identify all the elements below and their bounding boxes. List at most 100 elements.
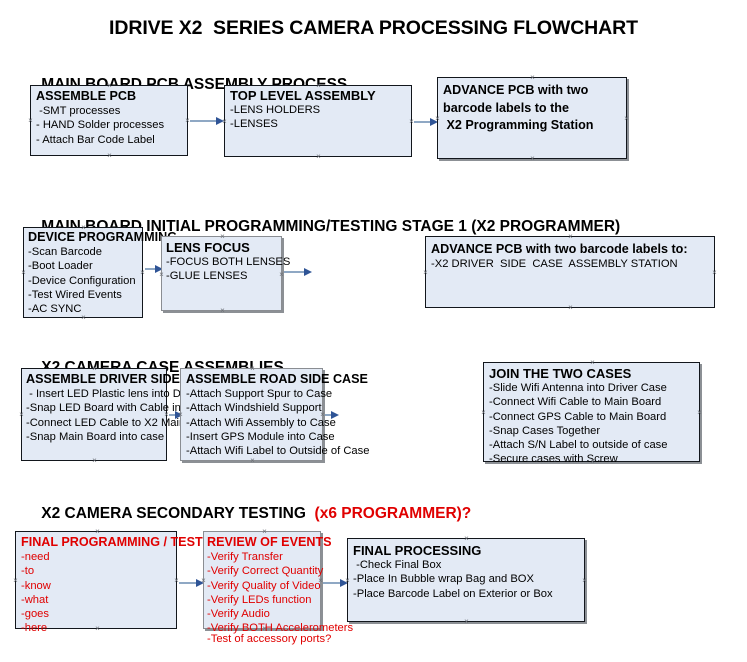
connection-handle-top[interactable]	[106, 82, 113, 89]
arrow-head-icon	[155, 264, 163, 273]
box-line: -Attach Support Spur to Case	[186, 388, 333, 400]
box-line: -Place In Bubble wrap Bag and BOX	[353, 573, 534, 586]
box-title: DEVICE PROGRAMMING	[28, 230, 178, 244]
process-box-device-programming[interactable]: DEVICE PROGRAMMING -Scan Barcode -Boot L…	[20, 224, 178, 321]
process-box-assemble-driver-side-case[interactable]: ASSEMBLE DRIVER SIDE CASE - Insert LED P…	[18, 365, 232, 464]
process-box-join-the-two-cases[interactable]: JOIN THE TWO CASES -Slide Wifi Antenna i…	[480, 359, 703, 465]
connection-handle-left[interactable]	[177, 411, 184, 418]
process-box-assemble-road-side-case[interactable]: ASSEMBLE ROAD SIDE CASE -Attach Support …	[177, 365, 369, 464]
section-heading-4: X2 CAMERA SECONDARY TESTING (x6 PROGRAMM…	[24, 487, 471, 541]
connection-handle-bottom[interactable]	[529, 155, 536, 162]
box-line: -Verify Correct Quantity	[207, 565, 324, 578]
box-line: -Test Wired Events	[28, 288, 122, 301]
connection-handle-bottom[interactable]	[94, 625, 101, 632]
connection-handle-left[interactable]	[344, 577, 351, 584]
connection-handle-top[interactable]	[80, 224, 87, 231]
connection-handle-top[interactable]	[94, 528, 101, 535]
arrow-shaft	[169, 414, 175, 416]
connection-handle-top[interactable]	[249, 365, 256, 372]
connection-handle-bottom[interactable]	[463, 618, 470, 625]
arrow-shaft	[325, 414, 331, 416]
box-line: -Verify LEDs function	[207, 593, 312, 606]
process-box-assemble-pcb[interactable]: ASSEMBLE PCB -SMT processes - HAND Solde…	[30, 85, 188, 156]
process-box-advance-pcb-programming-station[interactable]: ADVANCE PCB with two barcode labels to t…	[437, 77, 627, 159]
box-line: -Device Configuration	[28, 274, 136, 287]
arrow-connector	[190, 116, 224, 125]
connection-handle-top[interactable]	[219, 233, 226, 240]
connection-handle-right[interactable]	[711, 269, 718, 276]
box-line: -Connect GPS Cable to Main Board	[489, 410, 667, 423]
connection-handle-left[interactable]	[12, 577, 19, 584]
box-title: TOP LEVEL ASSEMBLY	[230, 88, 376, 103]
box-line: -Snap Main Board into case	[26, 430, 165, 443]
box-line: barcode labels to the	[443, 100, 569, 115]
connection-handle-left[interactable]	[434, 115, 441, 122]
box-title: REVIEW OF EVENTS	[207, 535, 332, 549]
arrow-head-icon	[216, 116, 224, 125]
connection-handle-bottom[interactable]	[589, 458, 596, 465]
box-line: -LENSES	[230, 118, 278, 131]
connection-handle-left[interactable]	[20, 269, 27, 276]
box-line: -Connect LED Cable to X2 Main Board	[26, 416, 219, 429]
box-title: ASSEMBLE DRIVER SIDE CASE	[26, 372, 219, 386]
connection-handle-top[interactable]	[529, 74, 536, 81]
box-line: -Scan Barcode	[28, 246, 103, 258]
connection-handle-top[interactable]	[589, 359, 596, 366]
connection-handle-bottom[interactable]	[261, 625, 268, 632]
box-line: - Insert LED Plastic lens into Driver Ca…	[26, 388, 232, 400]
box-line: - Attach Bar Code Label	[36, 133, 155, 146]
arrow-connector	[325, 410, 339, 419]
box-line: -Place Barcode Label on Exterior or Box	[353, 587, 553, 600]
connection-handle-top[interactable]	[567, 233, 574, 240]
connection-handle-left[interactable]	[158, 271, 165, 278]
connection-handle-right[interactable]	[623, 115, 630, 122]
connection-handle-bottom[interactable]	[91, 457, 98, 464]
connection-handle-left[interactable]	[27, 117, 34, 124]
connection-handle-bottom[interactable]	[106, 152, 113, 159]
box-line: -need	[21, 551, 50, 563]
box-line: -to	[21, 565, 35, 578]
box-title: JOIN THE TWO CASES	[489, 366, 632, 381]
connection-handle-right[interactable]	[581, 577, 588, 584]
box-line: -what	[21, 593, 49, 606]
process-box-top-level-assembly[interactable]: TOP LEVEL ASSEMBLY -LENS HOLDERS -LENSES	[224, 85, 412, 157]
arrow-shaft	[414, 121, 430, 123]
section-heading-4-accent: (x6 PROGRAMMER)?	[310, 505, 472, 522]
box-line: -Verify Transfer	[207, 551, 283, 563]
section-heading-4-text: X2 CAMERA SECONDARY TESTING	[41, 505, 311, 522]
connection-handle-top[interactable]	[91, 365, 98, 372]
arrow-shaft	[190, 120, 216, 122]
box-line: -Boot Loader	[28, 260, 93, 273]
process-box-final-programming-testing[interactable]: FINAL PROGRAMMING / TESTING -need -to -k…	[12, 528, 225, 634]
connection-handle-top[interactable]	[261, 528, 268, 535]
connection-handle-bottom[interactable]	[219, 307, 226, 314]
connection-handle-left[interactable]	[18, 411, 25, 418]
connection-handle-right[interactable]	[696, 409, 703, 416]
connection-handle-left[interactable]	[422, 269, 429, 276]
connection-handle-bottom[interactable]	[567, 304, 574, 311]
process-box-final-processing[interactable]: FINAL PROCESSING -Check Final Box -Place…	[347, 538, 585, 622]
connection-handle-top[interactable]	[463, 535, 470, 542]
connection-handle-bottom[interactable]	[315, 153, 322, 160]
box-line: -Slide Wifi Antenna into Driver Case	[489, 382, 667, 394]
process-box-review-of-events[interactable]: REVIEW OF EVENTS -Verify Transfer -Verif…	[200, 528, 353, 645]
connection-handle-left[interactable]	[200, 577, 207, 584]
arrow-shaft	[284, 271, 304, 273]
box-line: -LENS HOLDERS	[230, 104, 321, 116]
process-box-advance-pcb-driver-side[interactable]: ADVANCE PCB with two barcode labels to: …	[425, 236, 715, 308]
connection-handle-left[interactable]	[480, 409, 487, 416]
connection-handle-top[interactable]	[315, 82, 322, 89]
box-line: -FOCUS BOTH LENSES	[166, 256, 291, 268]
box-line: -Verify Quality of Video	[207, 579, 321, 592]
box-line: -goes	[21, 608, 49, 621]
box-line: -Attach Wifi Assembly to Case	[186, 416, 336, 429]
box-line: -Snap LED Board with Cable into Case	[26, 402, 220, 415]
connection-handle-bottom[interactable]	[249, 457, 256, 464]
box-line: -Connect Wifi Cable to Main Board	[489, 396, 662, 409]
connection-handle-bottom[interactable]	[80, 314, 87, 321]
process-box-lens-focus[interactable]: LENS FOCUS -FOCUS BOTH LENSES -GLUE LENS…	[158, 233, 291, 314]
connection-handle-left[interactable]	[221, 118, 228, 125]
box-title: LENS FOCUS	[166, 240, 250, 255]
arrow-connector	[284, 267, 312, 276]
arrow-shaft	[179, 582, 196, 584]
